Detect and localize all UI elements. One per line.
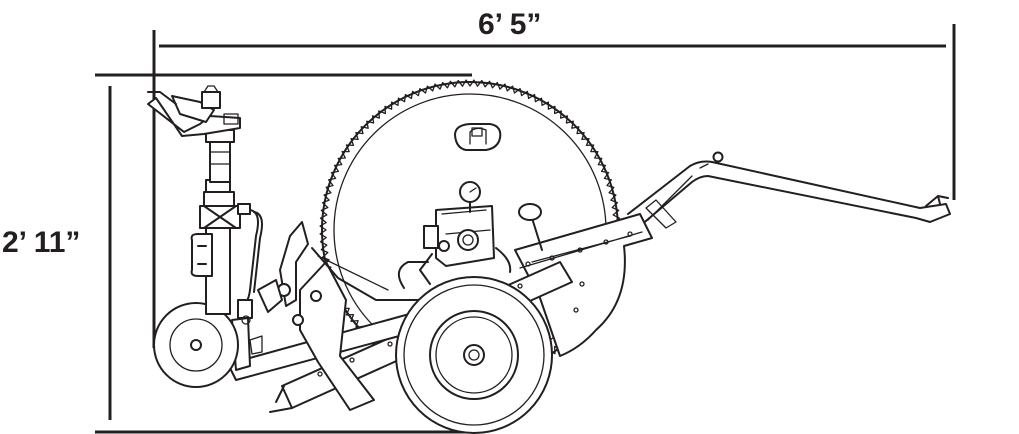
tow-handle [627, 151, 951, 229]
height-dimension-label: 2’ 11” [2, 226, 81, 259]
pressure-gauge [459, 181, 481, 213]
width-dimension-line [152, 24, 956, 348]
linkage [237, 279, 322, 355]
large-wheel [395, 276, 553, 434]
small-front-wheel [153, 302, 239, 388]
handle-ring [712, 151, 724, 163]
reel-lever [518, 203, 543, 251]
drum-window [454, 123, 502, 151]
height-dimension-line [95, 73, 472, 434]
sprinkler-gun [147, 85, 263, 315]
width-dimension-label: 6’ 5” [478, 8, 542, 41]
turbine-gearbox [397, 205, 512, 289]
